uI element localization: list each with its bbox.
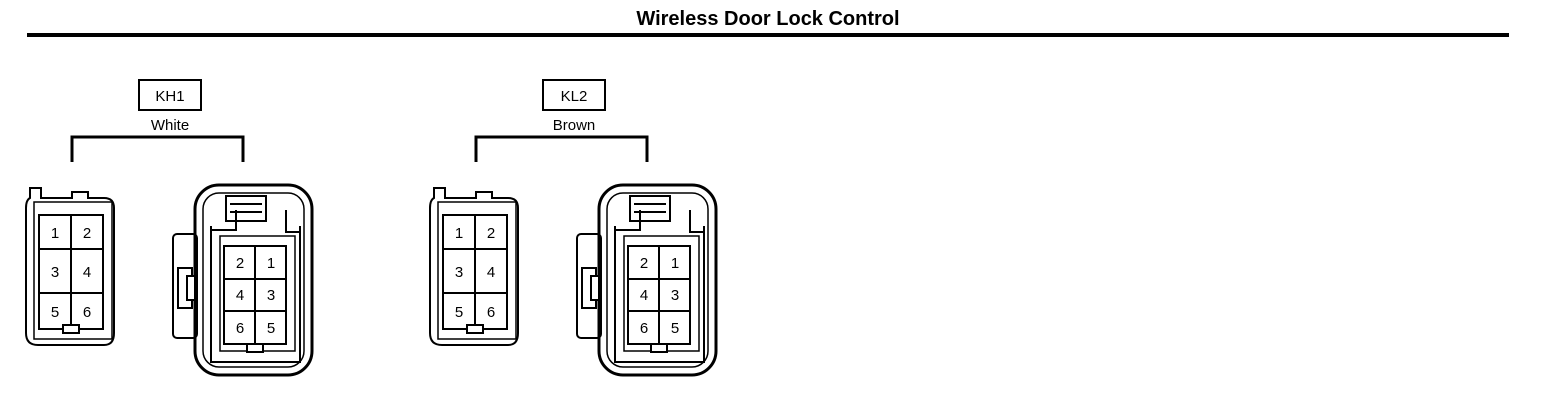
pin-label: 1 bbox=[671, 255, 679, 272]
pin-label: 2 bbox=[83, 225, 91, 242]
pin-label: 4 bbox=[83, 264, 91, 281]
pin-label: 2 bbox=[640, 255, 648, 272]
pin-label: 2 bbox=[236, 255, 244, 272]
connector-code-box bbox=[138, 79, 202, 111]
female-connector: 1 2 3 4 5 6 bbox=[429, 187, 519, 346]
pin-label: 6 bbox=[487, 304, 495, 321]
pin-label: 3 bbox=[51, 264, 59, 281]
pin-label: 3 bbox=[267, 287, 275, 304]
connector-code-box bbox=[542, 79, 606, 111]
pin-label: 6 bbox=[640, 320, 648, 337]
pin-label: 3 bbox=[455, 264, 463, 281]
pin-label: 2 bbox=[487, 225, 495, 242]
pin-label: 5 bbox=[51, 304, 59, 321]
pin-label: 4 bbox=[640, 287, 648, 304]
pin-label: 1 bbox=[455, 225, 463, 242]
connector-color: White bbox=[151, 117, 189, 134]
pin-label: 6 bbox=[236, 320, 244, 337]
pin-label: 3 bbox=[671, 287, 679, 304]
male-connector: 2 1 4 3 6 5 bbox=[576, 183, 718, 377]
pin-label: 1 bbox=[267, 255, 275, 272]
pin-label: 6 bbox=[83, 304, 91, 321]
page-title: Wireless Door Lock Control bbox=[636, 8, 900, 30]
pin-label: 5 bbox=[671, 320, 679, 337]
connector-code: KH1 bbox=[155, 88, 184, 105]
pin-label: 5 bbox=[267, 320, 275, 337]
bracket bbox=[474, 135, 649, 162]
connector-color: Brown bbox=[553, 117, 596, 134]
male-connector: 2 1 4 3 6 5 bbox=[172, 183, 314, 377]
pin-label: 4 bbox=[487, 264, 495, 281]
pin-label: 1 bbox=[51, 225, 59, 242]
connector-group-2: KL2 Brown 1 2 3 4 5 6 bbox=[429, 79, 718, 377]
female-connector: 1 2 3 4 5 6 bbox=[25, 187, 115, 346]
connector-group-1: KH1 White 1 2 3 4 5 6 bbox=[25, 79, 314, 377]
title-rule bbox=[27, 33, 1509, 37]
connector-code: KL2 bbox=[561, 88, 588, 105]
bracket bbox=[70, 135, 245, 162]
pin-label: 5 bbox=[455, 304, 463, 321]
pin-label: 4 bbox=[236, 287, 244, 304]
